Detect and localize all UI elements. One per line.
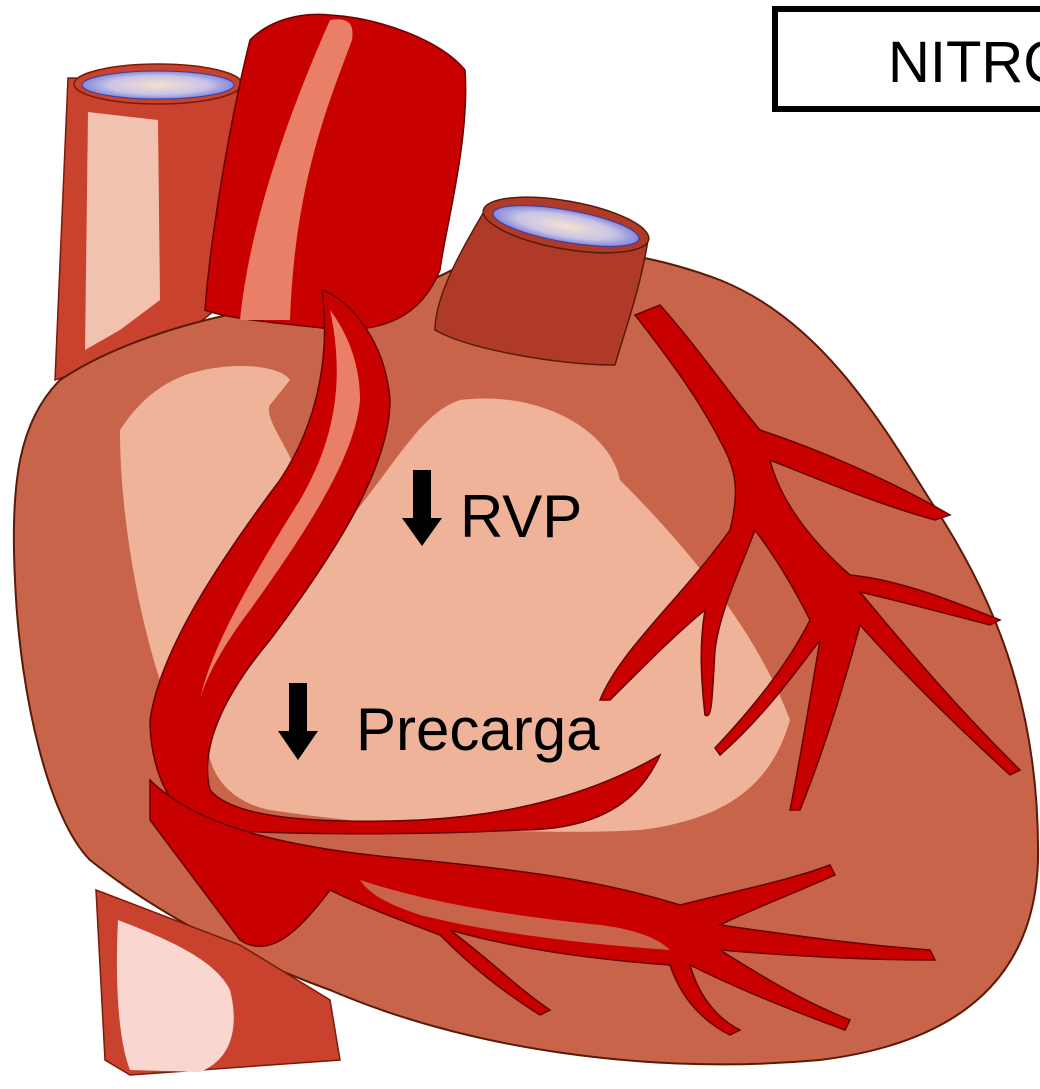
precarga-label: Precarga <box>356 696 600 763</box>
aorta <box>205 14 466 330</box>
pulmonary-trunk <box>435 187 653 365</box>
rvp-label: RVP <box>460 483 582 550</box>
